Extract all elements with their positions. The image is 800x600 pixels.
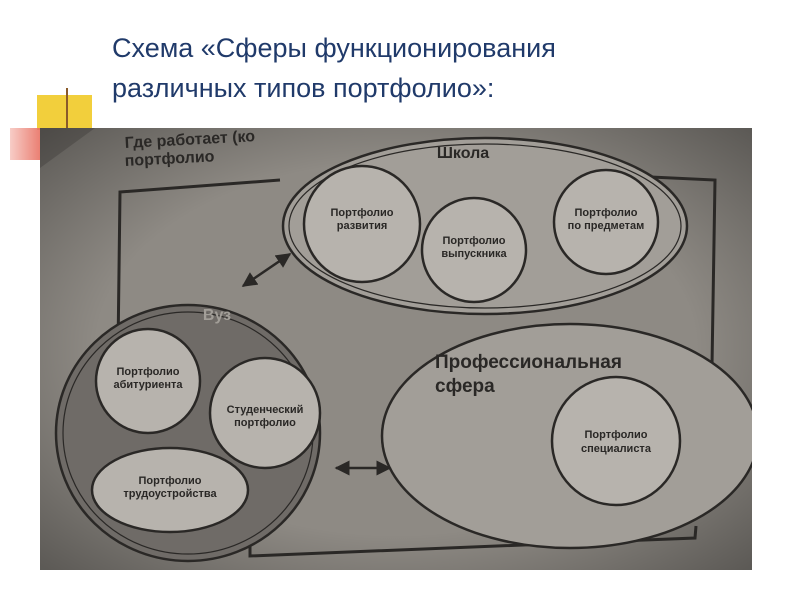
frame-line-left	[116, 178, 281, 351]
slide-title-line-1: Схема «Сферы функционирования	[112, 33, 556, 63]
svg-text:трудоустройства: трудоустройства	[123, 488, 217, 500]
university-item-student: Студенческий портфолио	[208, 356, 322, 470]
svg-text:портфолио: портфолио	[234, 417, 296, 429]
svg-text:Портфолио: Портфолио	[331, 207, 394, 219]
svg-text:Портфолио: Портфолио	[443, 235, 506, 247]
svg-text:Портфолио: Портфолио	[585, 429, 648, 441]
svg-text:Портфолио: Портфолио	[575, 207, 638, 219]
school-item-development: Портфолио развития	[302, 164, 422, 284]
school-item-graduate: Портфолио выпускника	[420, 196, 528, 304]
diagram-header-line-1: Где работает (ко	[124, 128, 255, 152]
svg-text:по предметам: по предметам	[568, 220, 645, 232]
svg-text:выпускника: выпускника	[441, 248, 507, 260]
arrow-school-university	[241, 252, 292, 288]
professional-label-line-2: сфера	[435, 376, 495, 397]
professional-item-specialist: Портфолио специалиста	[550, 375, 682, 507]
svg-text:Портфолио: Портфолио	[139, 475, 202, 487]
school-ellipse: Школа Портфолио развития Портфолио выпус…	[281, 136, 689, 316]
university-item-employment: Портфолио трудоустройства	[90, 446, 250, 534]
svg-text:Портфолио: Портфолио	[117, 366, 180, 378]
university-item-applicant: Портфолио абитуриента	[94, 327, 202, 435]
professional-ellipse: Профессиональная сфера Портфолио специал…	[380, 322, 752, 550]
diagram-header-line-2: портфолио	[124, 148, 215, 170]
svg-text:абитуриента: абитуриента	[113, 379, 183, 391]
decorative-vertical-line	[66, 88, 68, 136]
diagram-photo: Где работает (ко портфолио Школа Портфол…	[40, 128, 752, 570]
university-ellipse: Вуз Портфолио абитуриента Студенческий п…	[54, 303, 322, 563]
slide-title: Схема «Сферы функционирования различных …	[112, 28, 752, 108]
svg-text:специалиста: специалиста	[581, 443, 652, 455]
svg-text:Студенческий: Студенческий	[227, 404, 304, 416]
svg-text:развития: развития	[337, 220, 388, 232]
slide-title-line-2: различных типов портфолио»:	[112, 73, 495, 103]
decorative-yellow-square	[37, 95, 92, 130]
school-label: Школа	[437, 145, 489, 162]
university-label: Вуз	[203, 307, 231, 324]
professional-label-line-1: Профессиональная	[435, 352, 622, 373]
frame-line-right	[629, 174, 717, 367]
school-item-subjects: Портфолио по предметам	[552, 168, 660, 276]
